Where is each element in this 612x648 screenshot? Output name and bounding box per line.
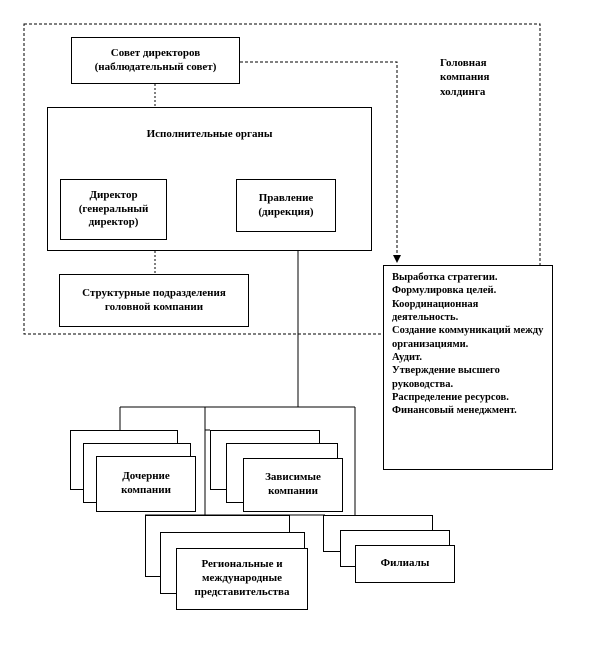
executive-organs-label: Исполнительные органы (146, 128, 273, 140)
function-item: Финансовый менеджмент. (392, 405, 517, 417)
function-item: Создание коммуникаций между организациям… (392, 325, 544, 350)
board-of-directors-label: Совет директоров (наблюдательный совет) (94, 46, 217, 73)
representative-label: Региональные и международные представите… (194, 558, 290, 598)
holding-boundary (23, 23, 541, 335)
management-label: Правление (дирекция) (258, 191, 314, 218)
function-item: Координационная деятельность. (392, 298, 479, 323)
structural-units-label: Структурные подразделения головной компа… (82, 286, 226, 313)
management-box: Правление (дирекция) (236, 179, 336, 232)
subsidiaries-box: Дочерние компании (96, 456, 196, 512)
structural-units-box: Структурные подразделения головной компа… (59, 274, 249, 327)
branches-label: Филиалы (380, 557, 430, 570)
holding-label: Головная компания холдинга (440, 57, 490, 98)
functions-box: Выработка стратегии. Формулировка целей.… (383, 265, 553, 470)
board-of-directors-box: Совет директоров (наблюдательный совет) (71, 37, 240, 84)
branches-box: Филиалы (355, 545, 455, 583)
director-box: Директор (генеральный директор) (60, 179, 167, 240)
function-item: Утверждение высшего руководства. (392, 365, 500, 390)
subsidiaries-label: Дочерние компании (121, 470, 171, 496)
dependent-label: Зависимые компании (265, 471, 321, 497)
function-item: Выработка стратегии. (392, 272, 498, 283)
function-item: Распределение ресурсов. (392, 391, 509, 403)
board-to-functions-arrow (240, 61, 401, 263)
director-label: Директор (генеральный директор) (78, 188, 149, 229)
dependent-box: Зависимые компании (243, 458, 343, 512)
function-item: Формулировка целей. (392, 285, 497, 297)
representative-box: Региональные и международные представите… (176, 548, 308, 610)
function-item: Аудит. (392, 351, 423, 363)
